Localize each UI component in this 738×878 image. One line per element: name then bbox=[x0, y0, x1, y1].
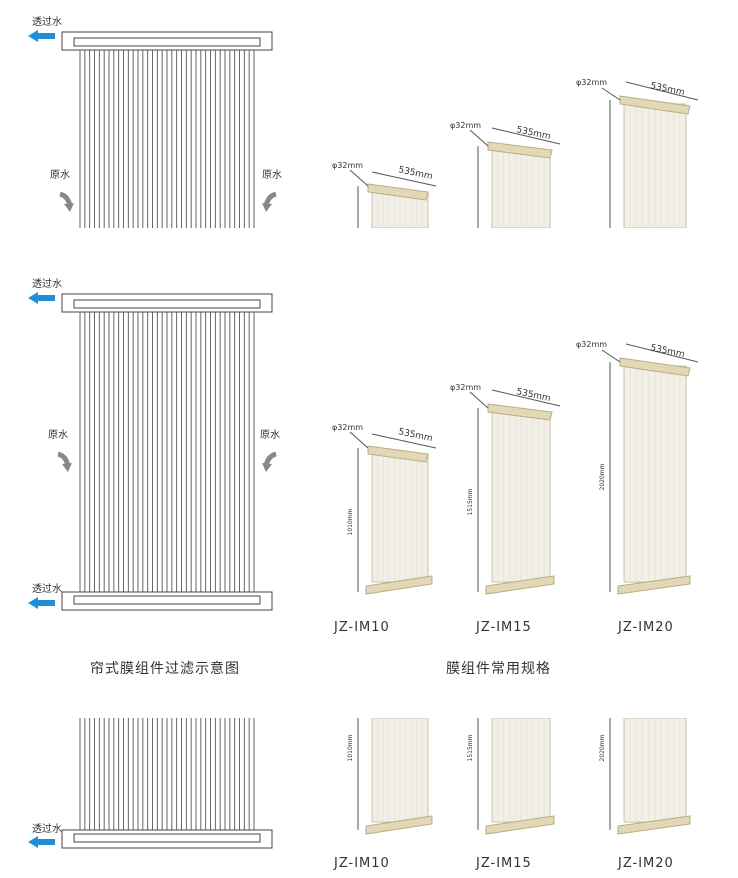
panel-top: 透过水 原水 原水 535mm φ32mm 535mm φ32mm bbox=[0, 0, 738, 228]
raw-water-label-right: 原水 bbox=[260, 429, 280, 441]
module-header bbox=[619, 95, 691, 115]
fiber-bundle-full bbox=[79, 312, 255, 592]
permeate-arrow-upper bbox=[28, 292, 55, 304]
model-label-bottom-3: JZ-IM20 bbox=[618, 856, 674, 871]
module-top-2: 535mm φ32mm bbox=[450, 121, 561, 228]
module-header bbox=[487, 141, 553, 159]
caption-schematic: 帘式膜组件过滤示意图 bbox=[90, 661, 240, 677]
height-label: 1010mm bbox=[347, 734, 354, 761]
width-label: 535mm bbox=[397, 427, 433, 444]
model-label-bottom-2: JZ-IM15 bbox=[476, 856, 532, 871]
module-bottom-header bbox=[365, 575, 433, 595]
width-dim-line bbox=[371, 171, 437, 187]
width-dim-line bbox=[625, 81, 699, 101]
model-label-3: JZ-IM20 bbox=[618, 620, 674, 635]
diameter-leader bbox=[349, 431, 369, 449]
fiber-bundle-bottom bbox=[79, 718, 255, 830]
width-dim-line bbox=[371, 433, 437, 449]
permeate-label-top: 透过水 bbox=[32, 15, 62, 28]
schematic-top: 透过水 原水 原水 bbox=[28, 15, 282, 228]
diameter-label: φ32mm bbox=[576, 78, 607, 87]
width-dim-line bbox=[625, 343, 699, 363]
width-label: 535mm bbox=[515, 387, 551, 404]
height-label: 1515mm bbox=[467, 488, 474, 515]
diameter-leader bbox=[349, 169, 369, 187]
raw-water-label-top-right: 原水 bbox=[262, 169, 282, 181]
diameter-label: φ32mm bbox=[332, 161, 363, 170]
width-label: 535mm bbox=[515, 125, 551, 142]
upper-header-inner bbox=[73, 299, 261, 309]
inflow-arrow-right-head-icon bbox=[262, 463, 272, 472]
module-top-1: 535mm φ32mm bbox=[332, 161, 437, 228]
module-bottom-header bbox=[485, 575, 555, 595]
module-bottom-header bbox=[617, 815, 691, 835]
module-top-3: 535mm φ32mm bbox=[576, 78, 699, 228]
width-label: 535mm bbox=[397, 165, 433, 182]
raw-water-label-top-left: 原水 bbox=[50, 169, 70, 181]
module-header bbox=[619, 357, 691, 377]
modules-full: 1010mm 535mm φ32mm 1515mm 535mm φ32mm 20… bbox=[332, 340, 699, 595]
diameter-label: φ32mm bbox=[450, 121, 481, 130]
height-label: 2020mm bbox=[599, 463, 606, 490]
caption-specs: 膜组件常用规格 bbox=[446, 661, 551, 677]
model-label-1: JZ-IM10 bbox=[334, 620, 390, 635]
diameter-label: φ32mm bbox=[332, 423, 363, 432]
lower-header-inner bbox=[73, 595, 261, 605]
module-header bbox=[487, 403, 553, 421]
schematic-bottom: 透过水 bbox=[28, 718, 273, 849]
diameter-leader bbox=[469, 129, 489, 147]
width-dim-line bbox=[491, 389, 561, 407]
fiber-bundle-top bbox=[79, 50, 255, 228]
permeate-label-lower: 透过水 bbox=[32, 582, 62, 595]
diameter-label: φ32mm bbox=[576, 340, 607, 349]
permeate-arrow-bottom bbox=[28, 836, 55, 848]
diameter-leader bbox=[601, 349, 621, 363]
inflow-arrow-right-head-icon bbox=[262, 203, 272, 212]
model-label-bottom-1: JZ-IM10 bbox=[334, 856, 390, 871]
module-bottom-1: 1010mm bbox=[347, 718, 433, 835]
top-header-inner bbox=[73, 37, 261, 47]
diameter-leader bbox=[601, 87, 621, 101]
diameter-leader bbox=[469, 391, 489, 409]
module-full-3: 2020mm 535mm φ32mm bbox=[576, 340, 699, 595]
height-label: 2020mm bbox=[599, 734, 606, 761]
inflow-arrow-left-head-icon bbox=[62, 463, 72, 472]
permeate-arrow-top bbox=[28, 30, 55, 42]
modules-bottom: 1010mm 1515mm 2020mm bbox=[347, 718, 691, 835]
module-header bbox=[367, 445, 429, 463]
inflow-arrow-head-icon bbox=[64, 203, 74, 212]
permeate-label-upper: 透过水 bbox=[32, 277, 62, 290]
module-bottom-3: 2020mm bbox=[599, 718, 691, 835]
module-header bbox=[367, 183, 429, 201]
panel-bottom: 透过水 1010mm 1515mm 2020mm JZ-IM10 JZ-IM15… bbox=[0, 718, 738, 878]
width-dim-line bbox=[491, 127, 561, 145]
modules-top: 535mm φ32mm 535mm φ32mm 535mm φ32mm bbox=[332, 78, 699, 228]
width-label: 535mm bbox=[649, 81, 685, 98]
panel-middle: 透过水 透过水 原水 原水 1010mm 535mm φ32mm bbox=[0, 262, 738, 682]
height-label: 1515mm bbox=[467, 734, 474, 761]
permeate-label-bottom: 透过水 bbox=[32, 822, 62, 835]
module-full-1: 1010mm 535mm φ32mm bbox=[332, 423, 437, 595]
module-bottom-header bbox=[485, 815, 555, 835]
permeate-arrow-lower bbox=[28, 597, 55, 609]
width-label: 535mm bbox=[649, 343, 685, 360]
height-label: 1010mm bbox=[347, 508, 354, 535]
bottom-header-inner bbox=[73, 833, 261, 843]
diameter-label: φ32mm bbox=[450, 383, 481, 392]
module-bottom-header bbox=[617, 575, 691, 595]
module-full-2: 1515mm 535mm φ32mm bbox=[450, 383, 561, 595]
schematic-full: 透过水 透过水 原水 原水 bbox=[28, 277, 280, 611]
module-bottom-2: 1515mm bbox=[467, 718, 555, 835]
module-bottom-header bbox=[365, 815, 433, 835]
raw-water-label-left: 原水 bbox=[48, 429, 68, 441]
model-label-2: JZ-IM15 bbox=[476, 620, 532, 635]
